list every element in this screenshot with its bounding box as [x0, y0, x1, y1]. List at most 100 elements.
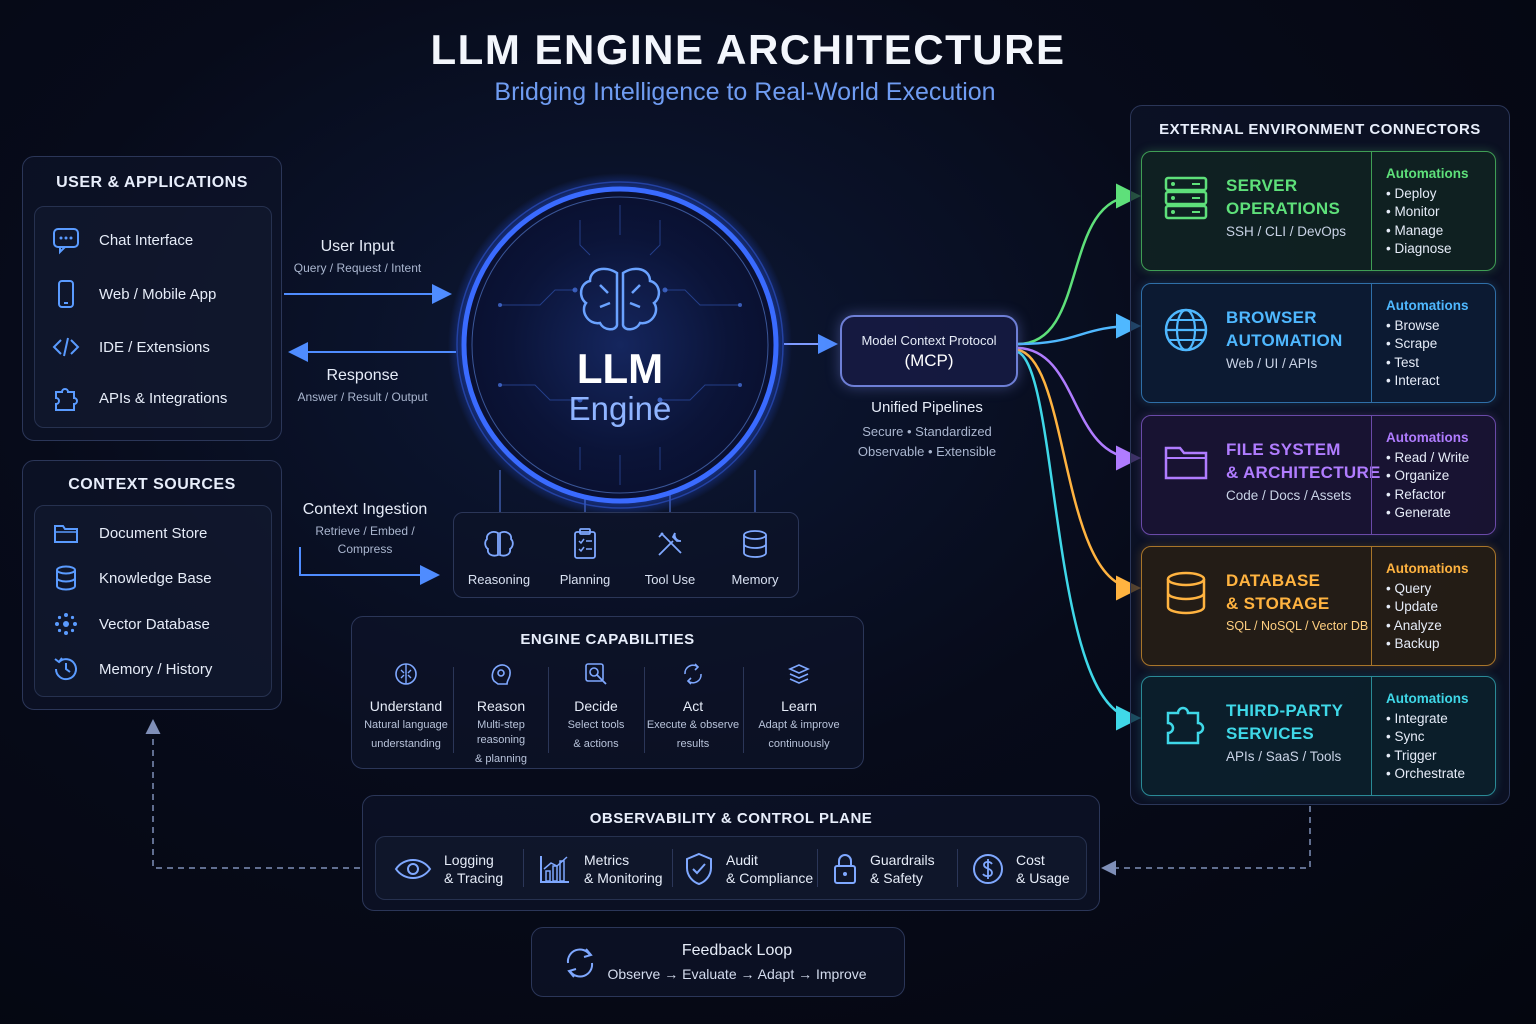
flow-subtitle: Retrieve / Embed /: [315, 524, 415, 538]
eye-icon: [394, 859, 432, 879]
divider: [453, 667, 454, 753]
decide-icon: [585, 663, 607, 685]
list-item[interactable]: Knowledge Base: [51, 563, 212, 593]
engine-title: LLM: [576, 345, 664, 392]
connector-subtitle: SSH / CLI / DevOps: [1226, 224, 1347, 239]
capability-reason[interactable]: Reason Multi-step reasoning & planning: [453, 661, 549, 767]
automation-item: • Generate: [1386, 504, 1451, 520]
automation-item: • Manage: [1386, 222, 1444, 238]
list-item[interactable]: Memory / History: [51, 654, 212, 684]
observability-label: Guardrails: [870, 852, 935, 868]
automations-label: Automations: [1386, 298, 1469, 313]
mcp-box[interactable]: Model Context Protocol (MCP): [840, 315, 1018, 387]
capability-learn[interactable]: Learn Adapt & improve continuously: [751, 661, 847, 752]
observability-label: & Tracing: [444, 870, 504, 886]
observability-list: Logging & Tracing Metrics& Monitoring Aud…: [375, 836, 1087, 900]
list-item-label: Web / Mobile App: [99, 285, 217, 303]
observability-item[interactable]: Audit& Compliance: [684, 851, 813, 887]
connector-title: SERVER: [1226, 176, 1298, 195]
tools-icon: [658, 532, 682, 556]
context-ingestion-label: Context Ingestion Retrieve / Embed / Com…: [290, 501, 440, 556]
observability-item[interactable]: Metrics& Monitoring: [538, 851, 663, 887]
connector-title: SERVICES: [1226, 724, 1315, 743]
capability-desc: understanding: [371, 738, 441, 750]
learn-icon: [788, 664, 810, 684]
capability-understand[interactable]: Understand Natural language understandin…: [358, 661, 454, 752]
observability-item[interactable]: Logging & Tracing: [394, 851, 503, 887]
divider: [548, 667, 549, 753]
capability-act[interactable]: Act Execute & observe results: [645, 661, 741, 752]
code-icon: [51, 332, 81, 362]
list-item[interactable]: Vector Database: [51, 609, 210, 639]
module-reasoning[interactable]: Reasoning: [456, 513, 542, 597]
automation-item: • Read / Write: [1386, 450, 1470, 465]
list-item-label: Document Store: [99, 524, 208, 542]
reason-icon: [491, 664, 511, 685]
observability-label: Logging: [444, 852, 494, 868]
automation-item: • Trigger: [1386, 747, 1437, 763]
connector-title: THIRD-PARTY: [1226, 701, 1344, 720]
pipelines-line: Observable • Extensible: [857, 444, 997, 459]
module-label: Reasoning: [467, 572, 531, 587]
pipelines-line: Secure • Standardized: [862, 424, 992, 439]
globe-icon: [1164, 308, 1208, 352]
list-item-label: IDE / Extensions: [99, 338, 210, 356]
feedback-loop-panel[interactable]: Feedback Loop Observe → Evaluate → Adapt…: [531, 927, 905, 997]
module-tool-use[interactable]: Tool Use: [627, 513, 713, 597]
connector-title: FILE SYSTEM: [1226, 440, 1341, 459]
connector-subtitle: APIs / SaaS / Tools: [1226, 749, 1342, 764]
observability-item[interactable]: Guardrails& Safety: [832, 851, 935, 887]
divider: [523, 849, 524, 887]
connector-title: & ARCHITECTURE: [1226, 463, 1381, 482]
panel-title: CONTEXT SOURCES: [68, 476, 236, 493]
observability-item[interactable]: Cost& Usage: [972, 851, 1070, 887]
shield-icon: [686, 852, 712, 886]
list-item[interactable]: Web / Mobile App: [51, 279, 216, 309]
divider: [743, 667, 744, 753]
capability-desc: Select tools: [567, 719, 625, 731]
connector-file-system[interactable]: FILE SYSTEM& ARCHITECTURE Code / Docs / …: [1141, 415, 1496, 535]
list-item[interactable]: Document Store: [51, 518, 207, 548]
llm-engine-circle: [448, 173, 792, 517]
brain-icon: [395, 663, 417, 685]
context-sources-panel: CONTEXT SOURCES Document Store Knowledge…: [22, 460, 282, 710]
automations-label: Automations: [1386, 430, 1469, 445]
cycle-icon: [566, 948, 594, 978]
automation-item: • Test: [1386, 354, 1419, 370]
chat-icon: [51, 225, 81, 255]
observability-label: & Usage: [1016, 870, 1070, 886]
list-item[interactable]: Chat Interface: [51, 225, 193, 255]
context-sources-list: Document Store Knowledge Base Vector Dat…: [34, 505, 272, 697]
automation-item: • Query: [1386, 581, 1432, 596]
connector-database-storage[interactable]: DATABASE& STORAGE SQL / NoSQL / Vector D…: [1141, 546, 1496, 666]
automation-item: • Monitor: [1386, 204, 1440, 220]
automations-label: Automations: [1386, 166, 1469, 181]
folder-icon: [51, 518, 81, 548]
module-memory[interactable]: Memory: [712, 513, 798, 597]
capability-desc: Multi-step reasoning: [476, 719, 526, 746]
capability-desc: Adapt & improve: [758, 719, 840, 731]
module-planning[interactable]: Planning: [542, 513, 628, 597]
connector-title: & STORAGE: [1226, 594, 1330, 613]
user-applications-list: Chat Interface Web / Mobile App IDE / Ex…: [34, 206, 272, 428]
divider: [957, 849, 958, 887]
feedback-subtitle: Observe → Evaluate → Adapt → Improve: [607, 966, 867, 982]
capability-decide[interactable]: Decide Select tools & actions: [548, 661, 644, 752]
connector-title: BROWSER: [1226, 308, 1317, 327]
capability-name: Learn: [781, 698, 817, 714]
user-input-label: User Input Query / Request / Intent: [285, 238, 430, 275]
divider: [1371, 152, 1372, 270]
pipelines-title: Unified Pipelines: [871, 399, 983, 416]
pipelines-label: Unified Pipelines Secure • Standardized …: [835, 399, 1019, 459]
capability-desc: Execute & observe: [646, 719, 740, 731]
list-item[interactable]: IDE / Extensions: [51, 332, 210, 362]
mcp-acronym: (MCP): [904, 351, 954, 370]
list-item-label: APIs & Integrations: [99, 389, 228, 407]
list-item-label: Vector Database: [99, 615, 210, 633]
list-item[interactable]: APIs & Integrations: [51, 383, 227, 413]
automation-item: • Browse: [1386, 318, 1440, 333]
